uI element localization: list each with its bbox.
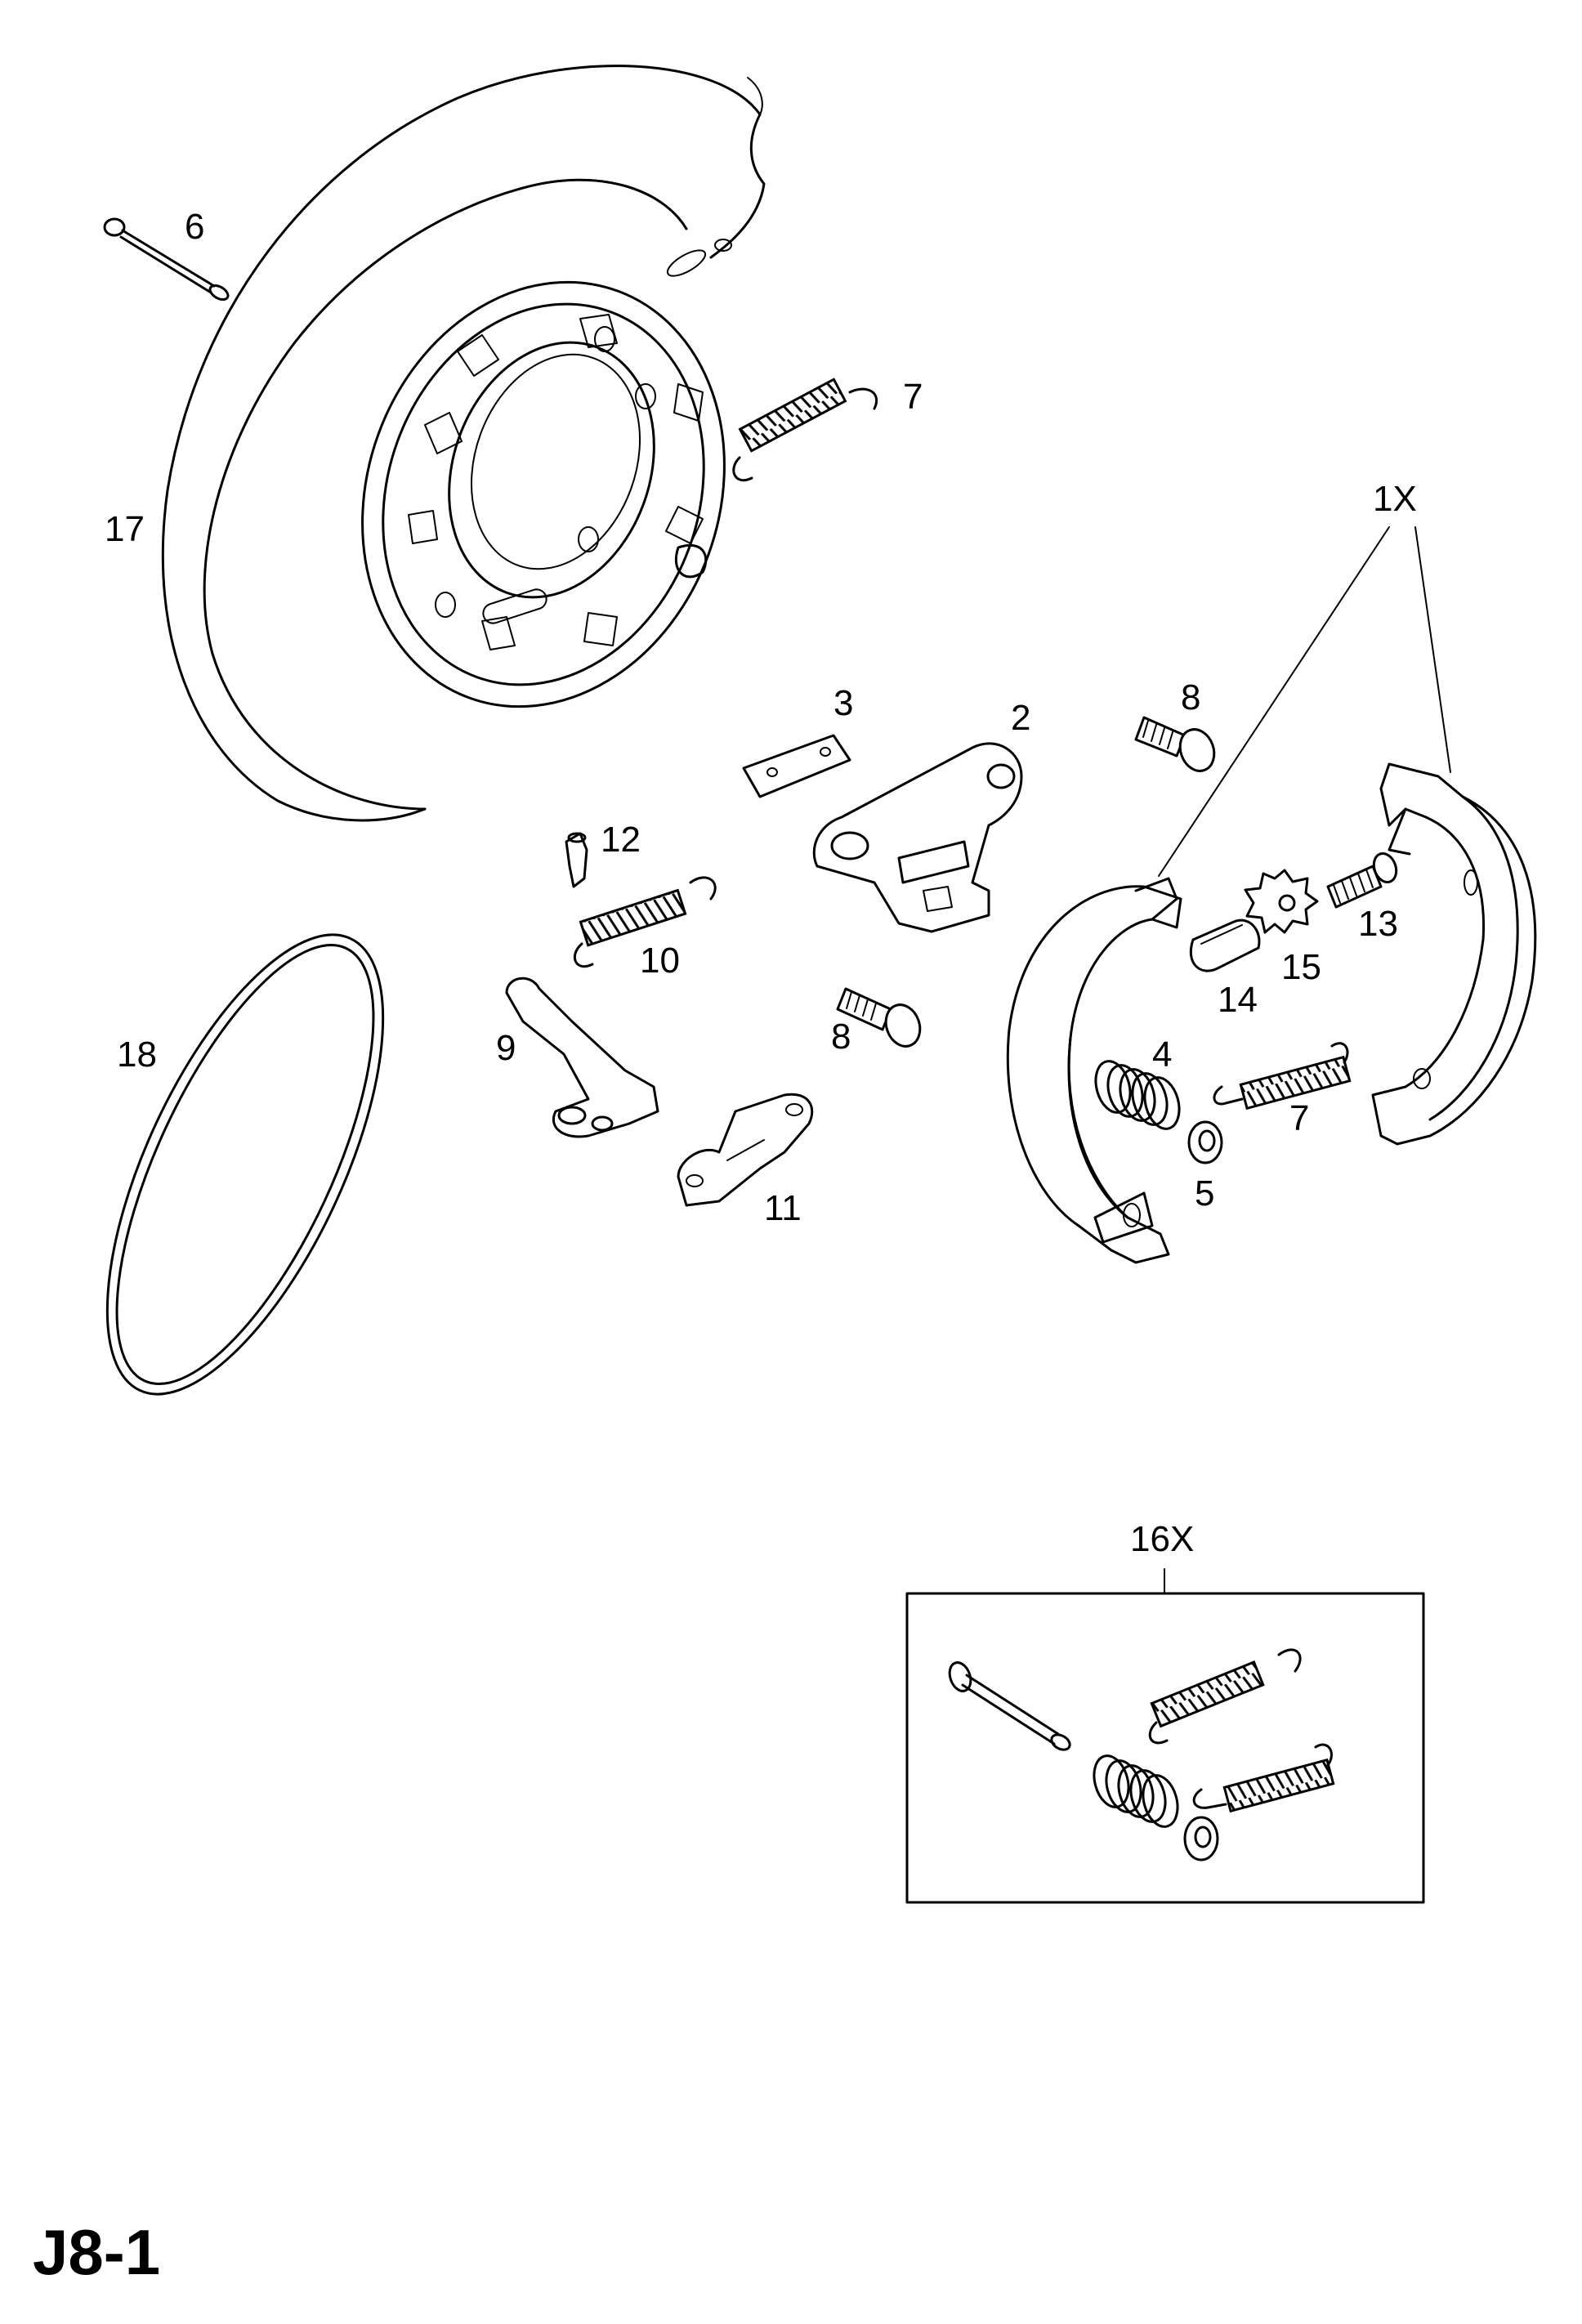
adjuster-lever-11 xyxy=(677,1093,814,1207)
callout-3: 3 xyxy=(833,683,853,723)
washer-5 xyxy=(1187,1120,1223,1164)
adjuster-screw-13 xyxy=(1326,852,1398,909)
callout-4: 4 xyxy=(1152,1035,1172,1075)
adjuster-sleeve-14 xyxy=(1189,918,1261,972)
brake-shoe-left xyxy=(1006,877,1182,1264)
callout-9: 9 xyxy=(496,1028,516,1068)
callout-18: 18 xyxy=(117,1035,157,1075)
return-spring-7-upper xyxy=(732,378,878,482)
return-spring-7-lower xyxy=(1213,1042,1352,1111)
bolt-8-upper xyxy=(1134,716,1216,772)
repair-kit-box-16x xyxy=(905,1568,1425,1904)
callout-8-lower: 8 xyxy=(831,1017,851,1057)
callout-5: 5 xyxy=(1195,1173,1214,1213)
callout-17: 17 xyxy=(105,509,145,549)
callout-10: 10 xyxy=(640,941,680,981)
callout-14: 14 xyxy=(1218,980,1258,1020)
brake-lever-2 xyxy=(812,742,1023,933)
star-wheel-15 xyxy=(1244,869,1319,934)
seal-ring-18 xyxy=(105,933,385,1396)
spring-10 xyxy=(573,876,717,968)
brake-shoe-right xyxy=(1371,762,1537,1146)
adjuster-plate-3 xyxy=(742,734,851,798)
adjuster-cap-12 xyxy=(565,832,588,888)
callout-13: 13 xyxy=(1358,904,1398,944)
diagram-code: J8-1 xyxy=(33,2216,160,2288)
bolt-8-lower xyxy=(836,987,922,1048)
callout-15: 15 xyxy=(1281,947,1321,987)
callout-12: 12 xyxy=(601,820,641,860)
callout-7-lower: 7 xyxy=(1289,1098,1309,1138)
lever-9 xyxy=(505,977,659,1138)
callout-16x: 16X xyxy=(1130,1519,1194,1559)
callout-2: 2 xyxy=(1011,698,1030,738)
callout-7-upper: 7 xyxy=(903,377,923,417)
hold-down-pin-6 xyxy=(103,217,230,302)
callout-8-upper: 8 xyxy=(1181,677,1200,717)
callout-6: 6 xyxy=(185,207,204,247)
callout-1x: 1X xyxy=(1373,479,1417,519)
backing-plate-17 xyxy=(161,65,766,822)
callout-11: 11 xyxy=(764,1188,802,1228)
hold-down-spring-4 xyxy=(1094,1060,1181,1130)
leader-lines-1x xyxy=(1158,526,1451,877)
